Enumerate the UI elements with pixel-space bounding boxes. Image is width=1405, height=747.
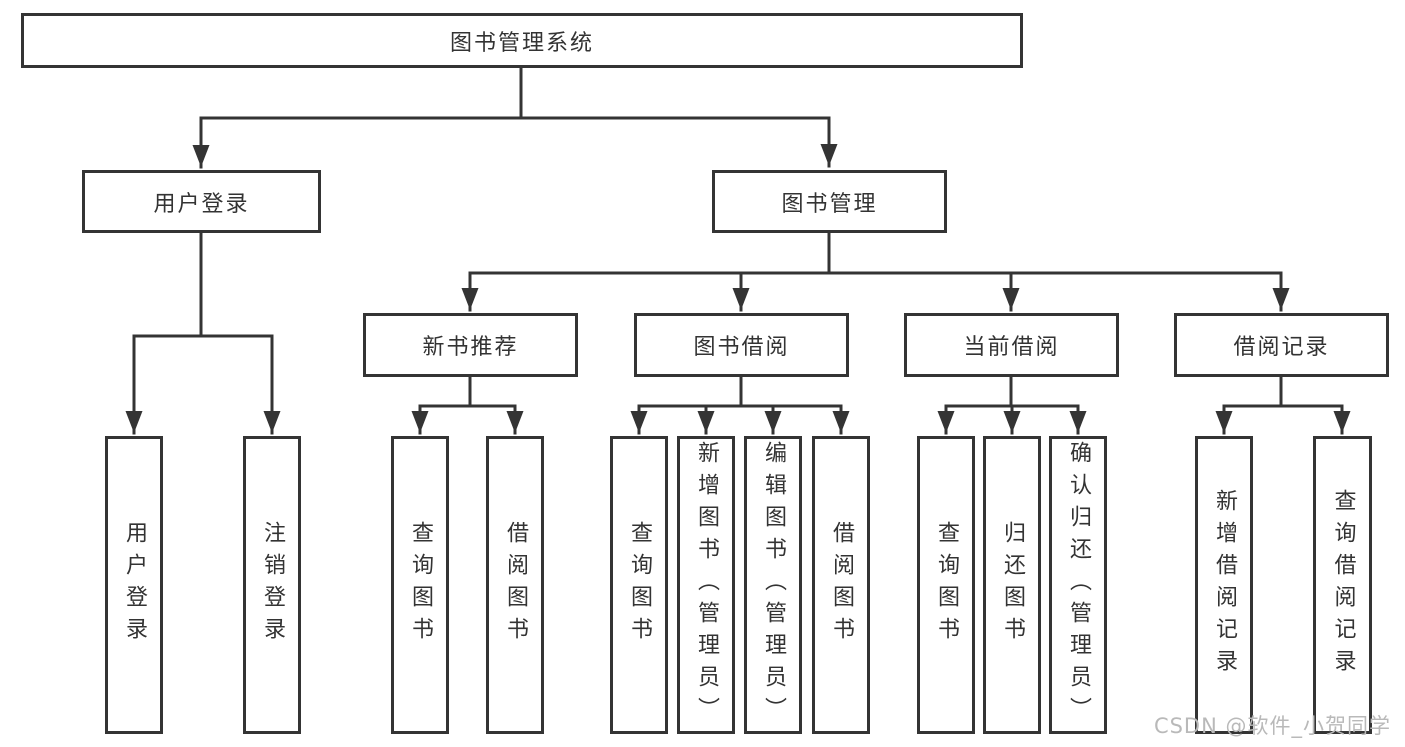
leaf-edit-books-admin: 编辑图书（管理员） [744, 436, 802, 734]
leaf-query-borrow-record: 查询借阅记录 [1313, 436, 1372, 734]
leaf-query-books-recommend: 查询图书 [391, 436, 449, 734]
leaf-user-login: 用户登录 [105, 436, 163, 734]
node-current-borrow-label: 当前借阅 [963, 335, 1060, 360]
leaf-query-books-borrow: 查询图书 [610, 436, 668, 734]
node-book-management: 图书管理 [712, 170, 947, 233]
leaf-confirm-return-admin: 确认归还（管理员） [1049, 436, 1107, 734]
leaf-user-login-label: 用户登录 [122, 521, 147, 649]
leaf-edit-books-admin-label: 编辑图书（管理员） [761, 441, 786, 729]
leaf-query-books-borrow-label: 查询图书 [627, 521, 652, 649]
leaf-confirm-return-admin-label: 确认归还（管理员） [1066, 441, 1091, 729]
node-current-borrow: 当前借阅 [904, 313, 1119, 377]
node-book-borrow: 图书借阅 [634, 313, 849, 377]
csdn-watermark: CSDN @软件_小贺同学 [1153, 714, 1391, 738]
node-book-management-label: 图书管理 [781, 191, 878, 217]
leaf-query-books-current: 查询图书 [917, 436, 975, 734]
leaf-borrow-books-recommend: 借阅图书 [486, 436, 544, 734]
node-root-label: 图书管理系统 [449, 30, 594, 56]
node-new-book-recommend-label: 新书推荐 [422, 335, 519, 360]
leaf-logout: 注销登录 [243, 436, 301, 734]
leaf-add-borrow-record: 新增借阅记录 [1195, 436, 1253, 734]
node-borrow-records-label: 借阅记录 [1233, 335, 1330, 360]
leaf-add-borrow-record-label: 新增借阅记录 [1212, 489, 1237, 681]
leaf-return-books: 归还图书 [983, 436, 1041, 734]
leaf-add-books-admin-label: 新增图书（管理员） [694, 441, 719, 729]
leaf-borrow-books-label: 借阅图书 [829, 521, 854, 649]
leaf-return-books-label: 归还图书 [1000, 521, 1025, 649]
leaf-logout-label: 注销登录 [260, 521, 285, 649]
leaf-query-borrow-record-label: 查询借阅记录 [1330, 489, 1356, 681]
node-book-borrow-label: 图书借阅 [693, 335, 790, 360]
node-user-login-label: 用户登录 [153, 191, 250, 217]
leaf-query-books-current-label: 查询图书 [934, 521, 959, 649]
node-root: 图书管理系统 [21, 13, 1023, 68]
leaf-borrow-books: 借阅图书 [812, 436, 870, 734]
leaf-query-books-recommend-label: 查询图书 [408, 521, 433, 649]
node-new-book-recommend: 新书推荐 [363, 313, 578, 377]
leaf-add-books-admin: 新增图书（管理员） [677, 436, 735, 734]
node-borrow-records: 借阅记录 [1174, 313, 1389, 377]
leaf-borrow-books-recommend-label: 借阅图书 [503, 521, 528, 649]
node-user-login: 用户登录 [82, 170, 321, 233]
